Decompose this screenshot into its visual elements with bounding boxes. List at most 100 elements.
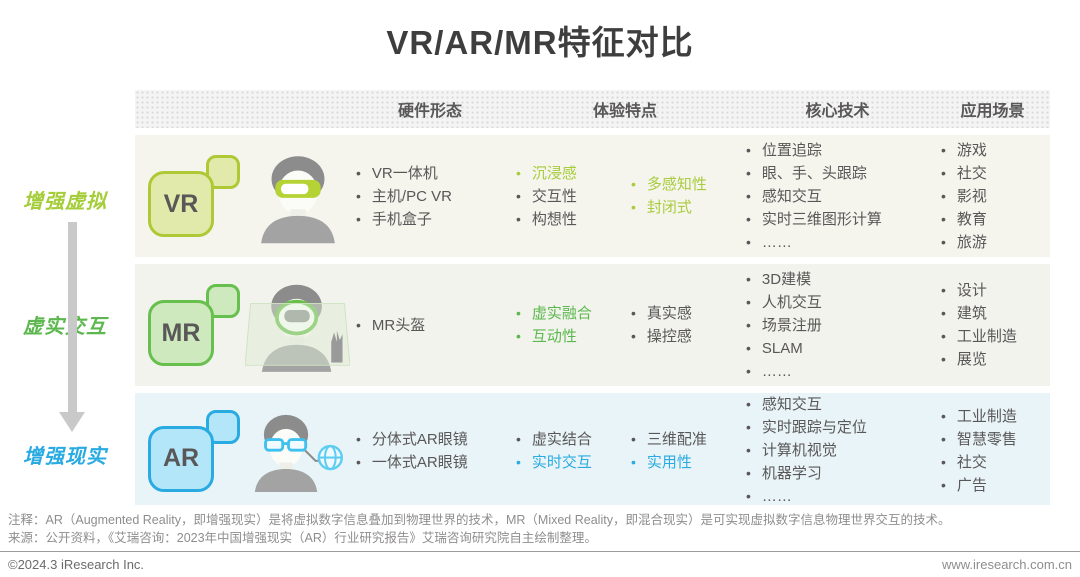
- list-item: •影视: [941, 185, 1050, 208]
- list-item-text: 实时三维图形计算: [761, 210, 882, 228]
- list-item: • 旅游: [941, 231, 1050, 254]
- list-item-text: MR头盔: [371, 316, 426, 334]
- bullet-icon: •: [631, 305, 636, 321]
- list-item-text: 旅游: [956, 233, 987, 251]
- list-item: •交互性: [516, 185, 625, 208]
- bullet-icon: •: [356, 453, 361, 470]
- copyright-text: ©2024.3 iResearch Inc.: [8, 557, 145, 572]
- list-item: •虚实融合: [516, 302, 625, 325]
- bullet-icon: •: [941, 430, 946, 447]
- page-title: VR/AR/MR特征对比: [386, 24, 694, 61]
- side-label-virtual-real-interaction: 虚实交互: [23, 316, 107, 338]
- list-item-text: 互动性: [531, 328, 577, 345]
- bullet-icon: •: [356, 430, 361, 447]
- bullet-icon: •: [516, 164, 521, 181]
- list-item: • 展览: [941, 348, 1050, 371]
- list-item: •眼、手、头跟踪: [746, 162, 935, 185]
- list-item-text: 智慧零售: [956, 430, 1017, 448]
- experience-list-1: •虚实融合 • 互动性: [510, 302, 625, 348]
- footnotes: 注释：AR（Augmented Reality，即增强现实）是将虚拟数字信息叠加…: [8, 511, 1078, 547]
- table-row-ar: AR: [135, 393, 1050, 505]
- bullet-icon: •: [746, 233, 751, 250]
- list-item: •工业制造: [941, 405, 1050, 428]
- table-row-mr: MR •MR头盔 •虚实融合•互动性: [135, 264, 1050, 386]
- list-item-text: 手机盒子: [371, 210, 432, 228]
- bullet-icon: •: [746, 316, 751, 333]
- list-item-text: 实时交互: [531, 453, 592, 471]
- list-item-text: ……: [761, 362, 792, 380]
- bullet-icon: •: [746, 442, 751, 458]
- list-item-text: 三维配准: [646, 430, 707, 448]
- vr-badge-cell: VR: [135, 155, 245, 237]
- bullet-icon: •: [516, 210, 521, 227]
- applications-list: •设计•建筑•工业制造•展览: [935, 279, 1050, 371]
- list-item-text: 构想性: [531, 210, 577, 228]
- list-item-text: 感知交互: [761, 187, 822, 205]
- list-item-text: 主机/PC VR: [371, 187, 452, 205]
- column-header-experience: 体验特点: [592, 103, 657, 120]
- bullet-icon: •: [746, 164, 751, 181]
- list-item-text: 交互性: [531, 187, 577, 205]
- list-item: • 一体式AR眼镜: [356, 451, 510, 474]
- bullet-icon: •: [941, 351, 946, 367]
- core-tech-list: •位置追踪•眼、手、头跟踪•感知交互•实时三维图形计算•……: [740, 139, 935, 254]
- badge-corner-square: [206, 284, 240, 318]
- list-item: • 计算机视觉: [746, 439, 935, 462]
- list-item-text: 操控感: [646, 328, 692, 345]
- list-item: •人机交互: [746, 291, 935, 314]
- person-vr-headset-icon: [245, 135, 350, 257]
- list-item: •SLAM: [746, 337, 935, 360]
- table-row-vr: VR •VR一体机•主机/PC VR•手机盒子 •沉浸感•交互性•构想性 •: [135, 135, 1050, 257]
- list-item: •机器学习: [746, 462, 935, 485]
- list-item: •社交: [941, 451, 1050, 474]
- list-item-text: 游戏: [956, 141, 987, 159]
- list-item-text: 一体式AR眼镜: [371, 453, 468, 471]
- list-item-text: 多感知性: [646, 176, 707, 193]
- bullet-icon: •: [746, 210, 751, 227]
- bullet-icon: •: [356, 164, 361, 181]
- list-item-text: 人机交互: [761, 293, 822, 311]
- list-item: • MR头盔: [356, 314, 510, 337]
- mr-badge-cell: MR: [135, 284, 245, 366]
- bullet-icon: •: [516, 328, 521, 344]
- bullet-icon: •: [941, 233, 946, 250]
- list-item: •3D建模: [746, 268, 935, 291]
- list-item: •手机盒子: [356, 208, 510, 231]
- bullet-icon: •: [516, 430, 521, 447]
- list-item-text: 虚实融合: [531, 305, 592, 322]
- list-item-text: 影视: [956, 187, 987, 205]
- bullet-icon: •: [941, 476, 946, 493]
- list-item-text: 展览: [956, 351, 987, 368]
- list-item-text: 社交: [956, 453, 987, 471]
- list-item: • 互动性: [516, 325, 625, 348]
- list-item-text: SLAM: [761, 339, 803, 357]
- list-item: •广告: [941, 474, 1050, 497]
- bullet-icon: •: [746, 362, 751, 379]
- list-item: •实时交互: [516, 451, 625, 474]
- ar-badge-label: AR: [148, 425, 214, 492]
- list-item: •封闭式: [631, 196, 740, 219]
- list-item: • 实时三维图形计算: [746, 208, 935, 231]
- list-item: •VR一体机: [356, 162, 510, 185]
- bullet-icon: •: [631, 176, 636, 192]
- list-item: •……: [746, 231, 935, 254]
- list-item-text: 计算机视觉: [761, 442, 837, 459]
- badge-corner-square: [206, 409, 240, 444]
- hardware-list: •分体式AR眼镜•一体式AR眼镜: [350, 428, 510, 474]
- list-item-text: 真实感: [646, 305, 692, 322]
- bullet-icon: •: [941, 282, 946, 298]
- list-item-text: 位置追踪: [761, 141, 822, 159]
- experience-list-1: •虚实结合•实时交互: [510, 428, 625, 474]
- note-definition: 注释：AR（Augmented Reality，即增强现实）是将虚拟数字信息叠加…: [8, 513, 951, 527]
- vr-badge: VR: [148, 155, 240, 237]
- experience-list-1: •沉浸感•交互性•构想性: [510, 162, 625, 231]
- column-header-applications: 应用场景: [960, 103, 1025, 120]
- bullet-icon: •: [356, 316, 361, 333]
- list-item: •实用性: [631, 451, 740, 474]
- list-item: •实时跟踪与定位: [746, 416, 935, 439]
- applications-list: •工业制造•智慧零售•社交•广告: [935, 405, 1050, 497]
- list-item: •虚实结合: [516, 428, 625, 451]
- column-header-hardware: 硬件形态: [397, 103, 462, 120]
- list-item: •……: [746, 485, 935, 508]
